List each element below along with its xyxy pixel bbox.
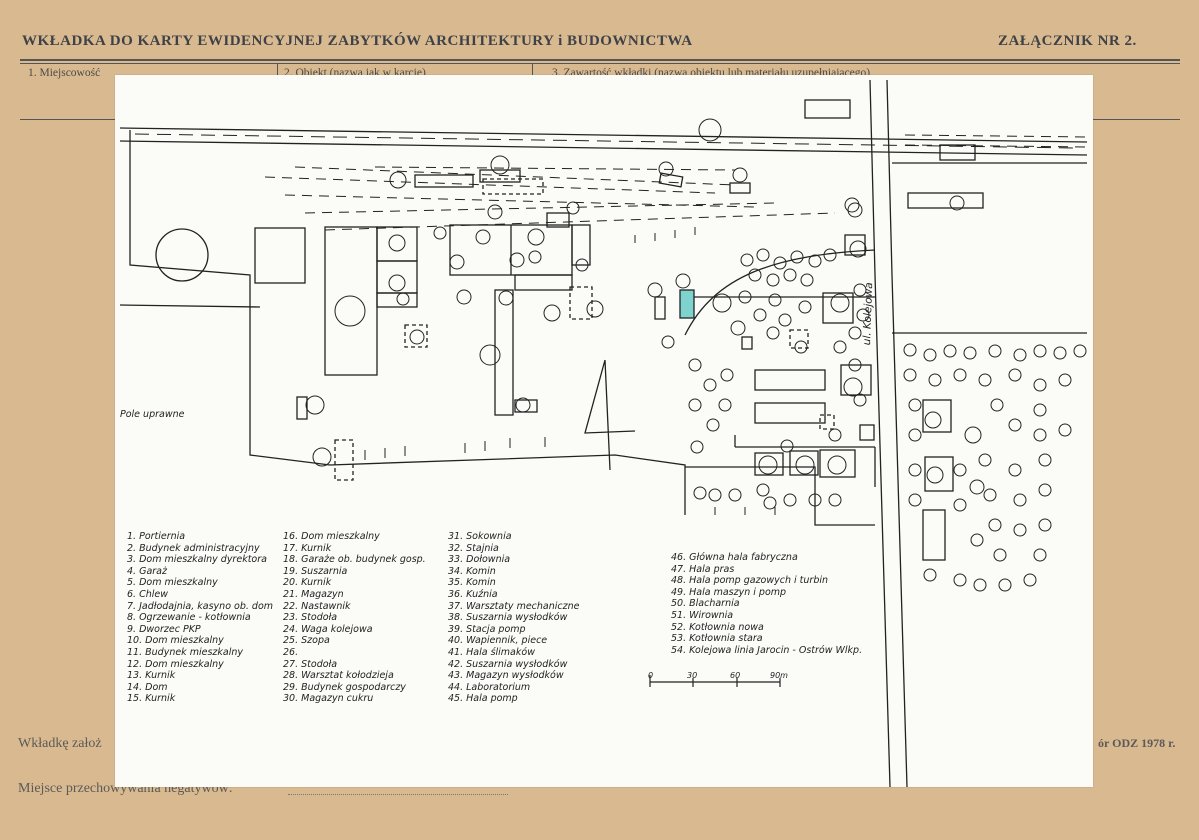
legend-item: 39. Stacja pomp — [448, 623, 526, 635]
site-plan-sheet: Pole uprawne ul. Kolejowa 0 30 60 90m 1.… — [115, 75, 1093, 787]
legend-item: 20. Kurnik — [283, 577, 332, 589]
legend-item: 6. Chlew — [127, 588, 168, 600]
header-rule — [20, 59, 1180, 61]
street-label: ul. Kolejowa — [861, 282, 876, 346]
legend-column-2: 16. Dom mieszkalny 17. Kurnik 18. Garaże… — [283, 531, 426, 705]
survey-triangle — [584, 359, 636, 471]
legend-item: 16. Dom mieszkalny — [283, 531, 380, 542]
form-line — [1093, 119, 1180, 120]
legend-item: 34. Komin — [448, 565, 496, 577]
legend-item: 7. Jadłodajnia, kasyno ob. dom — [127, 600, 274, 612]
legend-item: 31. Sokownia — [448, 531, 512, 542]
legend-item: 43. Magazyn wysłodków — [448, 670, 564, 682]
legend-item: 51. Wirownia — [671, 609, 734, 621]
site-plan-drawing — [119, 79, 1091, 787]
footer-right-text: ór ODZ 1978 r. — [1098, 736, 1176, 750]
negatives-field-line — [288, 794, 508, 795]
legend-item: 45. Hala pomp — [448, 693, 518, 705]
legend-item: 15. Kurnik — [127, 693, 176, 705]
legend-item: 47. Hala pras — [671, 563, 735, 575]
legend-item: 3. Dom mieszkalny dyrektora — [127, 554, 267, 566]
legend-item: 46. Główna hala fabryczna — [671, 552, 798, 563]
scale-label-0: 0 — [648, 671, 654, 680]
legend-item: 2. Budynek administracyjny — [127, 542, 260, 554]
legend-item: 9. Dworzec PKP — [127, 623, 201, 635]
legend-item: 11. Budynek mieszkalny — [127, 646, 243, 658]
legend-item: 35. Komin — [448, 577, 496, 589]
legend-item: 18. Garaże ob. budynek gosp. — [283, 554, 426, 566]
legend-column-4: 46. Główna hala fabryczna 47. Hala pras … — [671, 552, 862, 656]
legend-item: 23. Stodoła — [283, 612, 338, 624]
legend-item: 44. Laboratorium — [448, 681, 531, 693]
legend-item: 1. Portiernia — [127, 531, 186, 542]
siding-marks — [364, 227, 776, 515]
legend-item: 13. Kurnik — [127, 670, 176, 682]
building-number-markers — [305, 118, 985, 497]
legend-item: 36. Kuźnia — [448, 588, 498, 600]
square-plot — [254, 227, 306, 284]
field-divider — [532, 63, 533, 77]
annex-number: ZAŁĄCZNIK NR 2. — [998, 33, 1137, 49]
street-kolejowa — [869, 79, 1087, 787]
legend-column-3: 31. Sokownia 32. Stajnia 33. Dołownia 34… — [448, 531, 579, 705]
legend-item: 27. Stodoła — [283, 658, 338, 670]
legend-item: 17. Kurnik — [283, 542, 332, 554]
legend-item: 12. Dom mieszkalny — [127, 658, 224, 670]
legend-item: 28. Warsztat kołodzieja — [283, 670, 394, 682]
legend-item: 37. Warsztaty mechaniczne — [448, 600, 580, 612]
legend-item: 42. Suszarnia wysłodków — [448, 658, 568, 670]
legend-item: 5. Dom mieszkalny — [127, 577, 218, 589]
tree-symbols — [688, 248, 1087, 592]
legend-item: 32. Stajnia — [448, 542, 499, 554]
dashed-buildings — [334, 178, 835, 481]
scale-label-90m: 90m — [770, 671, 788, 680]
field-locality-label: 1. Miejscowość — [28, 67, 101, 79]
legend-item: 38. Suszarnia wysłodków — [448, 612, 568, 624]
legend-item: 26. — [283, 646, 299, 658]
legend-item: 22. Nastawnik — [283, 600, 351, 612]
legend-item: 30. Magazyn cukru — [283, 693, 374, 705]
legend-item: 49. Hala maszyn i pomp — [671, 586, 787, 598]
field-label: Pole uprawne — [120, 409, 185, 420]
legend-item: 21. Magazyn — [283, 588, 344, 600]
legend-item: 48. Hala pomp gazowych i turbin — [671, 575, 829, 587]
legend-item: 14. Dom — [127, 681, 168, 693]
legend-item: 8. Ogrzewanie - kotłownia — [127, 612, 251, 624]
header-rule-thin — [20, 63, 1180, 64]
legend-item: 4. Garaż — [127, 565, 167, 577]
scale-label-60: 60 — [730, 671, 741, 680]
legend-item: 50. Blacharnia — [671, 598, 740, 610]
scale-label-30: 30 — [687, 671, 698, 680]
form-title: WKŁADKA DO KARTY EWIDENCYJNEJ ZABYTKÓW A… — [22, 33, 693, 49]
legend-item: 54. Kolejowa linia Jarocin - Ostrów Wlkp… — [671, 644, 863, 656]
factory-buildings — [296, 99, 984, 561]
legend-item: 25. Szopa — [283, 635, 330, 647]
legend-item: 24. Waga kolejowa — [283, 623, 373, 635]
legend-item: 29. Budynek gospodarczy — [283, 681, 406, 693]
legend-item: 53. Kotłownia stara — [671, 633, 763, 645]
legend-item: 40. Wapiennik, piece — [448, 635, 548, 647]
legend-column-1: 1. Portiernia 2. Budynek administracyjny… — [127, 531, 273, 705]
legend-item: 19. Suszarnia — [283, 565, 348, 577]
legend-item: 41. Hala ślimaków — [448, 646, 535, 658]
form-line — [20, 119, 115, 120]
factory-boundary — [119, 130, 876, 526]
scale-bar — [649, 675, 781, 687]
field-divider — [277, 63, 278, 77]
legend-item: 52. Kotłownia nowa — [671, 621, 764, 633]
footer-left-text: Wkładkę założ — [18, 736, 102, 751]
legend-item: 10. Dom mieszkalny — [127, 635, 224, 647]
railway-line — [119, 127, 1091, 231]
round-reservoir — [155, 228, 209, 282]
legend-item: 33. Dołownia — [448, 554, 511, 566]
